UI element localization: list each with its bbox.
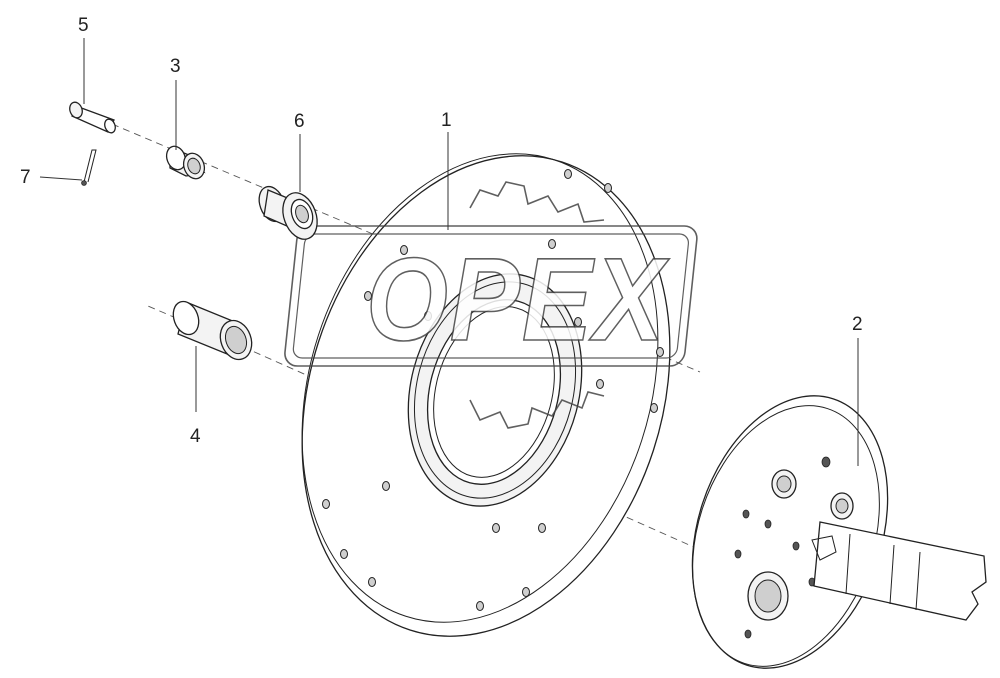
label-part-6: 6: [294, 111, 305, 132]
label-part-3: 3: [170, 56, 181, 77]
part-6-grommet: [258, 185, 318, 240]
leader-lines: [39, 38, 859, 466]
flange-bolt-holes: [322, 169, 664, 611]
part-5-pin: [69, 101, 116, 134]
watermark-text: OPEX: [366, 234, 670, 366]
watermark-logo: OPEX: [284, 181, 698, 429]
label-part-4: 4: [190, 426, 201, 447]
part-7-cotter-pin: [81, 149, 97, 186]
part-1-flange-plate: [301, 153, 671, 637]
part-4-large-bushing: [172, 300, 253, 361]
callout-labels: 1 2 3 4 5 6 7: [20, 15, 863, 447]
part-2-cover-plate: [691, 395, 987, 669]
label-part-5: 5: [78, 15, 89, 36]
label-part-1: 1: [441, 110, 452, 131]
part-3-small-bushing: [165, 145, 206, 180]
label-part-2: 2: [852, 314, 863, 335]
label-part-7: 7: [20, 167, 31, 188]
